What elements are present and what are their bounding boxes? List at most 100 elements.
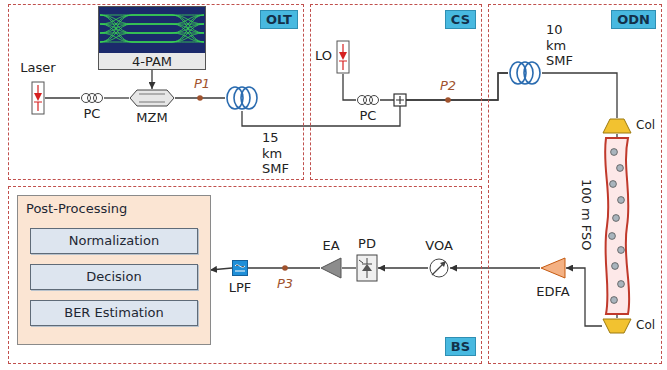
- symbol-part: [34, 85, 42, 111]
- laser-symbol: [31, 81, 45, 115]
- node-label: OLT: [266, 12, 292, 27]
- symbol-part: [605, 138, 629, 314]
- symbol-part: [32, 82, 44, 114]
- region-tag: BS: [445, 337, 476, 356]
- probe-dot: [282, 265, 288, 271]
- symbol-part: [609, 233, 616, 240]
- bs-region: BS VOA PD EA LPF Post-ProcessingNormalization…: [8, 186, 482, 364]
- node-label: Col: [636, 118, 655, 132]
- fiber-spool: 15 km SMF: [225, 85, 289, 177]
- symbol-part: [339, 44, 347, 70]
- symbol-part: [337, 41, 349, 73]
- coupler-symbol: [394, 94, 406, 106]
- node-label: BS: [451, 339, 470, 354]
- region-tag: OLT: [260, 10, 298, 29]
- symbol-part: [241, 87, 257, 109]
- symbol-part: [432, 262, 445, 275]
- node-label: 100 m FSO: [578, 179, 594, 250]
- low-pass-filter: LPF: [229, 260, 252, 296]
- probe-dot: [197, 95, 203, 101]
- symbol-part: [603, 319, 631, 333]
- node-label: LPF: [229, 280, 252, 296]
- symbol-part: [618, 197, 625, 204]
- fiber-link: [343, 74, 356, 100]
- polarization-controller: PC: [356, 94, 380, 124]
- probe-label: P1: [194, 76, 210, 91]
- attenuator: VOA: [425, 238, 453, 279]
- probe-label: P2: [440, 78, 456, 93]
- symbol-part: [359, 260, 363, 263]
- symbol-part: [339, 52, 347, 60]
- symbol-part: [430, 259, 448, 277]
- cs-region: CS LO PC: [310, 4, 482, 180]
- pc-symbol: [80, 92, 104, 104]
- node-label: BER Estimation: [64, 305, 164, 321]
- amplifier: EDFA: [536, 257, 569, 300]
- symbol-part: [618, 281, 625, 288]
- node-label: 4-PAM: [132, 54, 172, 70]
- symbol-part: [617, 165, 624, 172]
- mzm-symbol: [129, 89, 175, 107]
- process-box: BER Estimation: [30, 300, 198, 326]
- modulator: MZM: [129, 89, 175, 126]
- region-tag: CS: [445, 10, 476, 29]
- fiber-link: [450, 267, 540, 268]
- amp-symbol: [540, 257, 566, 279]
- coupler-plus: [396, 96, 404, 104]
- node-label: Decision: [86, 269, 141, 285]
- coil-symbol: [225, 85, 259, 111]
- fso-symbol: [602, 138, 632, 314]
- fiber-spool: 10 km SMF: [508, 22, 573, 86]
- symbol-part: [235, 265, 245, 271]
- fiber-link: [342, 267, 356, 268]
- fiber-link: [242, 73, 508, 126]
- region-tag: ODN: [611, 10, 656, 29]
- symbol-part: [524, 62, 540, 84]
- node-label: CS: [451, 12, 470, 27]
- symbol-part: [321, 258, 341, 278]
- lpf-symbol: [232, 260, 248, 276]
- node-label: PC: [84, 106, 101, 122]
- node-label: LO: [315, 48, 332, 64]
- fiber-link: [378, 267, 428, 268]
- node-label: EA: [322, 238, 339, 254]
- pc-symbol: [356, 94, 380, 106]
- symbol-part: [130, 90, 174, 106]
- colB-symbol: [602, 318, 632, 334]
- symbol-part: [613, 215, 620, 222]
- process-box: Decision: [30, 264, 198, 290]
- symbol-part: [440, 261, 446, 267]
- node-label: Col: [636, 318, 655, 332]
- photodiode: PD: [356, 236, 378, 282]
- node-label: Post-Processing: [18, 196, 210, 221]
- fiber-link: [566, 268, 602, 326]
- laser-symbol: [336, 40, 350, 74]
- symbol-part: [98, 53, 206, 70]
- symbol-part: [541, 258, 565, 278]
- node-label: Normalization: [69, 233, 159, 249]
- polarization-controller: PC: [80, 92, 104, 122]
- symbol-part: [611, 297, 618, 304]
- symbol-part: [100, 33, 204, 42]
- node-label: ODN: [617, 12, 650, 27]
- symbol-part: [100, 15, 204, 42]
- node-label: EDFA: [536, 284, 569, 300]
- symbol-part: [99, 7, 206, 70]
- eye-diagram: 4-PAM: [98, 6, 206, 70]
- symbol-part: [611, 149, 618, 156]
- symbol-part: [100, 33, 204, 42]
- odn-region: ODN10 km SMFCol100 m FSOColEDFA: [488, 4, 662, 364]
- collimator: Col: [602, 318, 655, 334]
- symbol-part: [100, 15, 204, 24]
- probe-dot: [445, 97, 451, 103]
- fiber-link: [210, 268, 232, 270]
- symbol-part: [98, 6, 206, 53]
- fso-channel: 100 m FSO: [578, 138, 632, 314]
- symbol-part: [233, 261, 248, 276]
- node-label: VOA: [425, 238, 453, 254]
- symbol-part: [362, 264, 372, 271]
- symbol-part: [100, 42, 204, 43]
- symbol-part: [100, 24, 204, 42]
- node-label: MZM: [136, 110, 167, 126]
